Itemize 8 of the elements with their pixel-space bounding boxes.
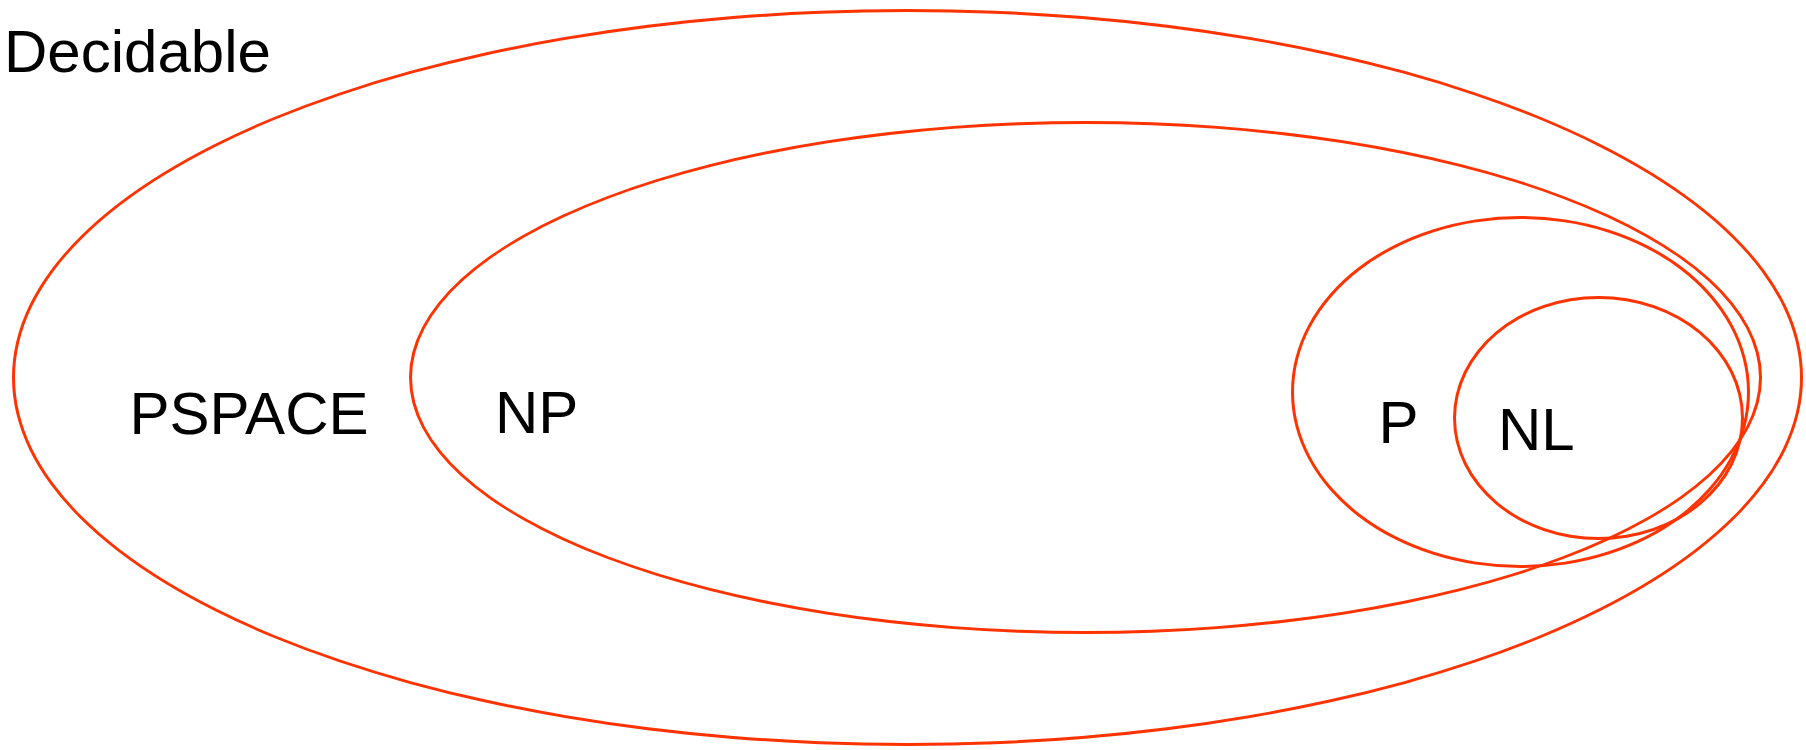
ellipse-region [408,120,1762,634]
ellipse-region [1291,216,1750,568]
class-label: PSPACE [129,383,369,444]
class-label: NP [495,383,579,443]
region-label: Decidable [4,22,271,82]
class-label: NL [1498,400,1575,460]
ellipse-region [1452,295,1744,540]
class-label: P [1378,392,1419,453]
